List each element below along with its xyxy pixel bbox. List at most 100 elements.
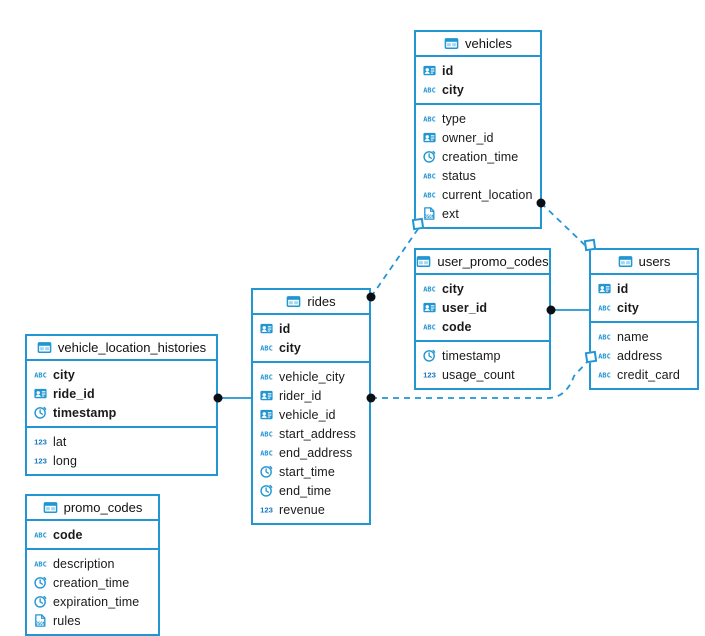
svg-text:123: 123 — [34, 457, 47, 466]
svg-text:ABC: ABC — [423, 323, 436, 331]
svg-text:ABC: ABC — [260, 449, 273, 457]
table-header[interactable]: user_promo_codes — [416, 250, 549, 275]
field-row[interactable]: ABC end_address — [253, 443, 369, 462]
table-header[interactable]: users — [591, 250, 697, 275]
svg-text:ABC: ABC — [260, 430, 273, 438]
table-title: vehicle_location_histories — [57, 340, 207, 355]
number-icon: 123 — [259, 502, 274, 517]
primary-key-row[interactable]: id — [253, 319, 369, 338]
table-icon — [416, 254, 431, 269]
primary-key-row[interactable]: id — [416, 61, 540, 80]
field-name: end_address — [279, 445, 353, 460]
table-icon — [43, 500, 58, 515]
field-name: city — [442, 281, 464, 296]
field-name: id — [442, 63, 454, 78]
field-name: timestamp — [442, 348, 501, 363]
svg-text:123: 123 — [260, 506, 273, 515]
clock-icon — [259, 483, 274, 498]
table-header[interactable]: promo_codes — [27, 496, 158, 521]
field-name: creation_time — [442, 149, 519, 164]
abc-icon: ABC — [422, 82, 437, 97]
field-row[interactable]: rider_id — [253, 386, 369, 405]
svg-text:ABC: ABC — [423, 191, 436, 199]
abc-icon: ABC — [259, 369, 274, 384]
primary-key-row[interactable]: timestamp — [27, 403, 216, 422]
relationship-line-rel-rides-upc[interactable] — [370, 228, 419, 298]
table-title: user_promo_codes — [437, 254, 549, 269]
primary-key-row[interactable]: ABC city — [27, 365, 216, 384]
field-name: timestamp — [53, 405, 117, 420]
primary-key-row[interactable]: user_id — [416, 298, 549, 317]
field-row[interactable]: owner_id — [416, 128, 540, 147]
field-row[interactable]: 123 revenue — [253, 500, 369, 519]
field-name: long — [53, 453, 78, 468]
field-row[interactable]: end_time — [253, 481, 369, 500]
field-name: revenue — [279, 502, 325, 517]
one-endpoint-square[interactable] — [583, 238, 597, 252]
field-name: status — [442, 168, 476, 183]
field-name: start_time — [279, 464, 335, 479]
field-row[interactable]: creation_time — [27, 573, 158, 592]
field-row[interactable]: 123 long — [27, 451, 216, 470]
primary-key-row[interactable]: id — [591, 279, 697, 298]
one-endpoint-square[interactable] — [584, 350, 598, 364]
table-header[interactable]: vehicle_location_histories — [27, 336, 216, 361]
primary-key-row[interactable]: ABC code — [416, 317, 549, 336]
field-row[interactable]: creation_time — [416, 147, 540, 166]
relationship-line-rel-vehicles-users[interactable] — [540, 202, 591, 251]
field-row[interactable]: start_time — [253, 462, 369, 481]
field-name: city — [53, 367, 75, 382]
one-endpoint-square[interactable] — [411, 217, 425, 231]
many-endpoint-dot[interactable] — [366, 393, 376, 403]
clock-icon — [422, 149, 437, 164]
field-row[interactable]: vehicle_id — [253, 405, 369, 424]
id-card-icon — [422, 130, 437, 145]
field-name: code — [442, 319, 472, 334]
field-name: rider_id — [279, 388, 322, 403]
field-name: description — [53, 556, 115, 571]
abc-icon: ABC — [33, 367, 48, 382]
table-header[interactable]: vehicles — [416, 32, 540, 57]
field-name: creation_time — [53, 575, 130, 590]
many-endpoint-dot[interactable] — [213, 393, 223, 403]
field-row[interactable]: timestamp — [416, 346, 549, 365]
field-row[interactable]: expiration_time — [27, 592, 158, 611]
many-endpoint-dot[interactable] — [536, 198, 546, 208]
field-name: expiration_time — [53, 594, 140, 609]
many-endpoint-dot[interactable] — [546, 305, 556, 315]
table-icon — [286, 294, 301, 309]
table-header[interactable]: rides — [253, 290, 369, 315]
many-endpoint-dot[interactable] — [366, 292, 376, 302]
primary-key-row[interactable]: ride_id — [27, 384, 216, 403]
abc-icon: ABC — [422, 111, 437, 126]
